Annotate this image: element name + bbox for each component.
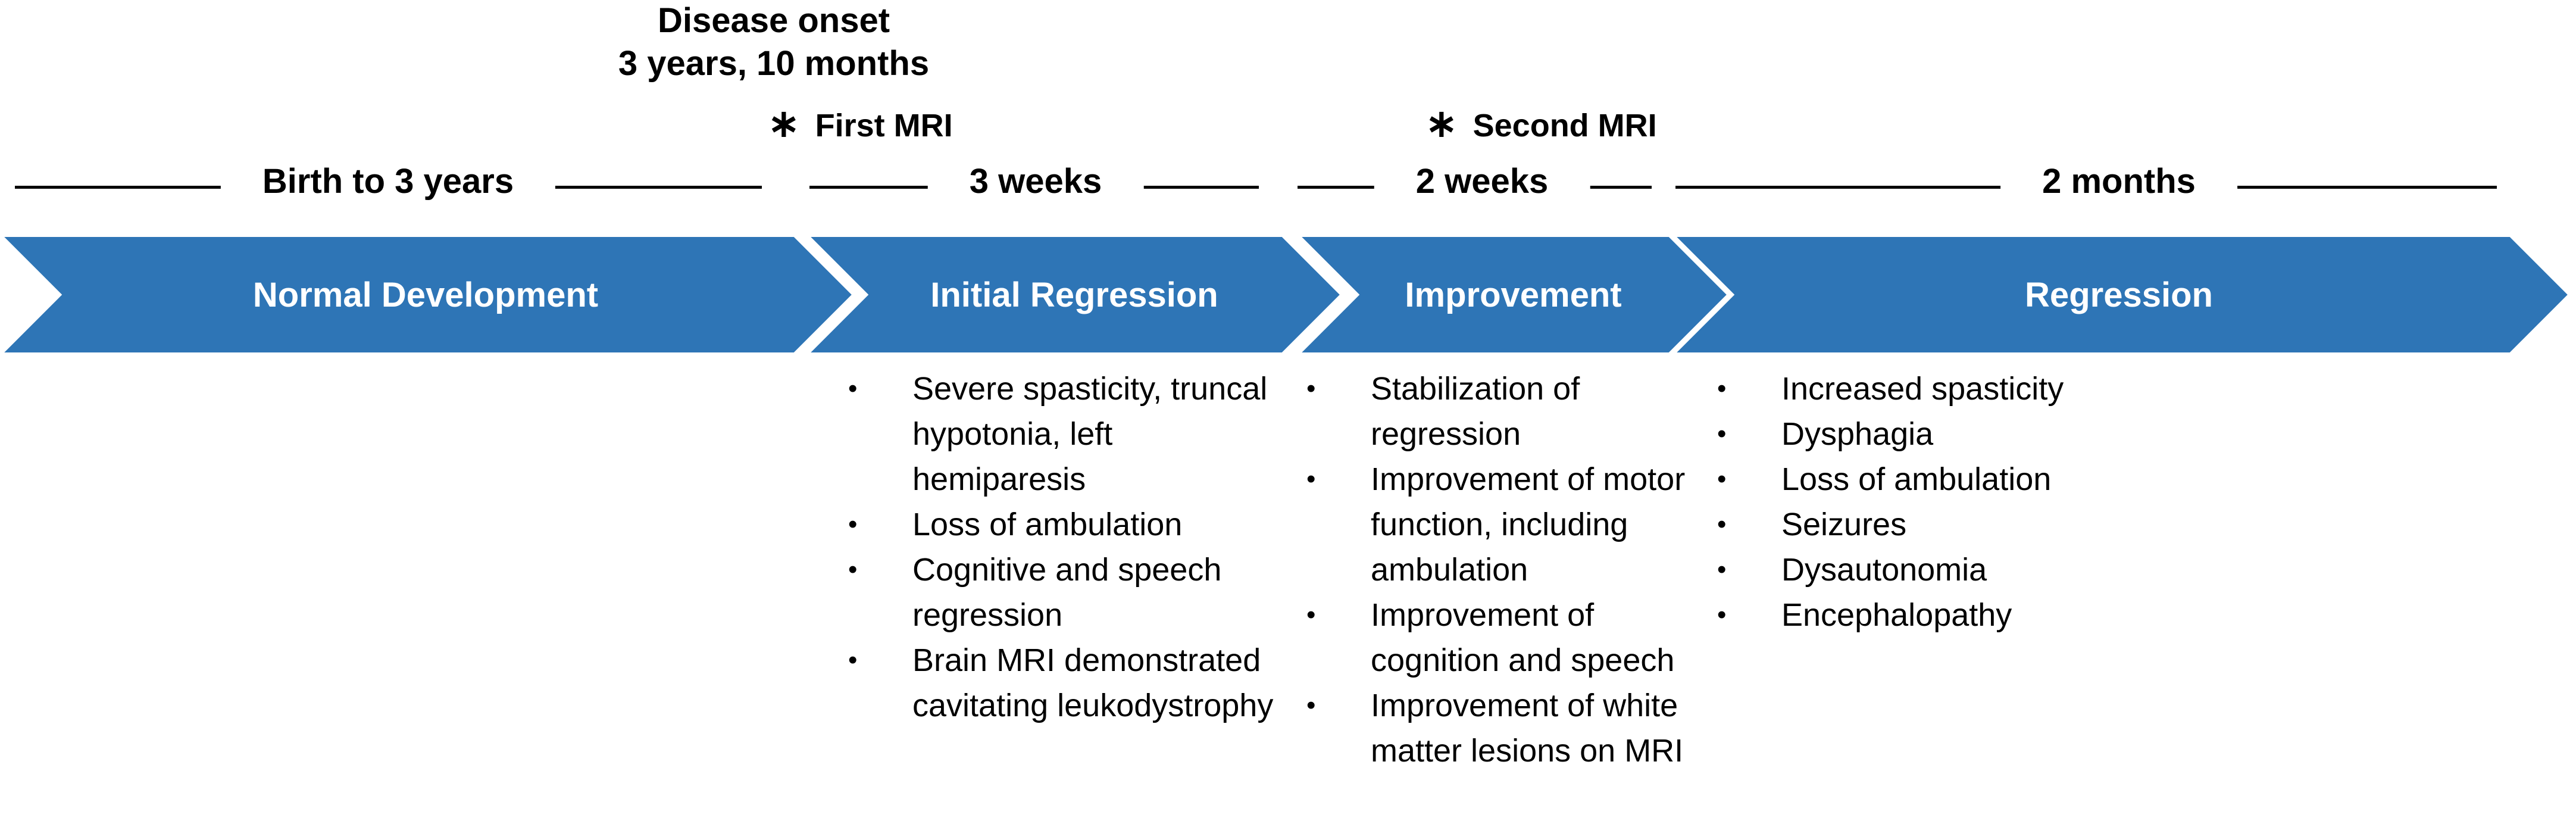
list-item: Dysphagia [1717, 411, 2312, 457]
list-item: Improvement of white matter lesions on M… [1306, 683, 1726, 773]
second-mri-marker: ∗ Second MRI [1425, 104, 1657, 145]
chevron-initial-regression [802, 233, 1345, 356]
list-item: Seizures [1717, 502, 2312, 547]
list-item: Improvement of cognition and speech [1306, 592, 1726, 683]
period-label: 2 weeks [1374, 161, 1590, 202]
list-item: Loss of ambulation [848, 502, 1277, 547]
list-item: Stabilization of regression [1306, 366, 1726, 457]
regression-notes: Increased spasticity Dysphagia Loss of a… [1717, 366, 2312, 638]
chevron-regression [1668, 233, 2573, 356]
phase-label-regression: Regression [2025, 275, 2213, 314]
asterisk-icon: ∗ [1425, 102, 1458, 145]
chevron-improvement [1293, 233, 1732, 356]
disease-onset-age: 3 years, 10 months [618, 44, 930, 83]
list-item: Loss of ambulation [1717, 457, 2312, 502]
list-item: Dysautonomia [1717, 547, 2312, 592]
period-label: 2 months [2000, 161, 2237, 202]
phase-label-normal-development: Normal Development [252, 275, 599, 314]
chevron-normal-development [0, 233, 857, 356]
list-item: Cognitive and speech regression [848, 547, 1277, 638]
list-item: Severe spasticity, truncal hypotonia, le… [848, 366, 1277, 502]
phase-label-improvement: Improvement [1405, 275, 1622, 314]
initial-regression-notes: Severe spasticity, truncal hypotonia, le… [848, 366, 1277, 728]
asterisk-icon: ∗ [768, 102, 800, 145]
period-label: Birth to 3 years [220, 161, 556, 202]
first-mri-marker: ∗ First MRI [768, 104, 953, 145]
list-item: Encephalopathy [1717, 592, 2312, 638]
period-label: 3 weeks [927, 161, 1144, 202]
list-item: Increased spasticity [1717, 366, 2312, 411]
first-mri-label: First MRI [815, 108, 953, 143]
improvement-notes: Stabilization of regression Improvement … [1306, 366, 1726, 773]
phase-label-initial-regression: Initial Regression [930, 275, 1218, 314]
list-item: Brain MRI demonstrated cavitating leukod… [848, 638, 1277, 728]
list-item: Improvement of motor function, including… [1306, 457, 1726, 592]
second-mri-label: Second MRI [1473, 108, 1657, 143]
disease-onset-title: Disease onset [657, 1, 890, 40]
